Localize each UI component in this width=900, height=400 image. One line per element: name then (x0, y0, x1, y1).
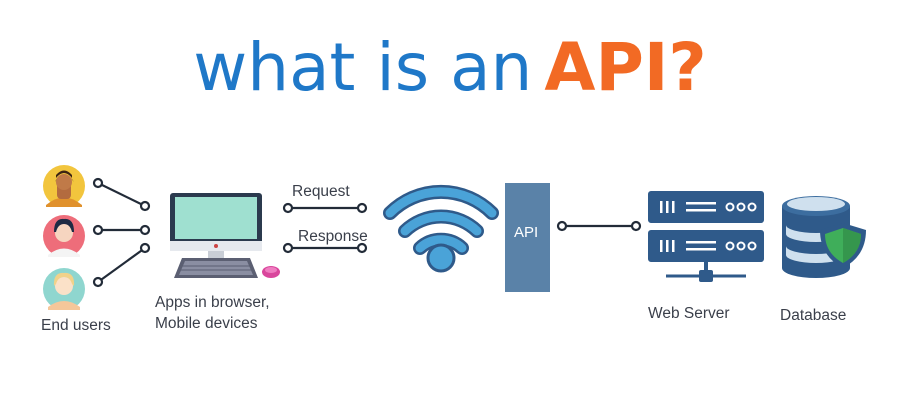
end-users-label: End users (41, 317, 111, 334)
apps-label-line1: Apps in browser, (155, 294, 270, 311)
request-label: Request (292, 183, 350, 200)
api-server-connector (556, 220, 642, 232)
api-block (505, 183, 550, 292)
user-connectors (92, 177, 151, 288)
wifi-icon (383, 184, 499, 273)
desktop-computer-icon (170, 193, 280, 278)
apps-label-line2: Mobile devices (155, 315, 258, 332)
title-prefix: what is an (193, 29, 533, 106)
user-avatar-icon (43, 165, 85, 207)
response-label: Response (298, 228, 368, 245)
server-icon (648, 191, 764, 282)
user-avatar-icon (43, 215, 85, 257)
web-server-label: Web Server (648, 305, 730, 322)
database-label: Database (780, 307, 847, 324)
api-label: API (514, 224, 539, 241)
user-avatar-icon (43, 268, 85, 310)
request-response-connectors (282, 202, 368, 254)
title-highlight: API? (544, 29, 707, 106)
shield-icon (820, 223, 866, 268)
